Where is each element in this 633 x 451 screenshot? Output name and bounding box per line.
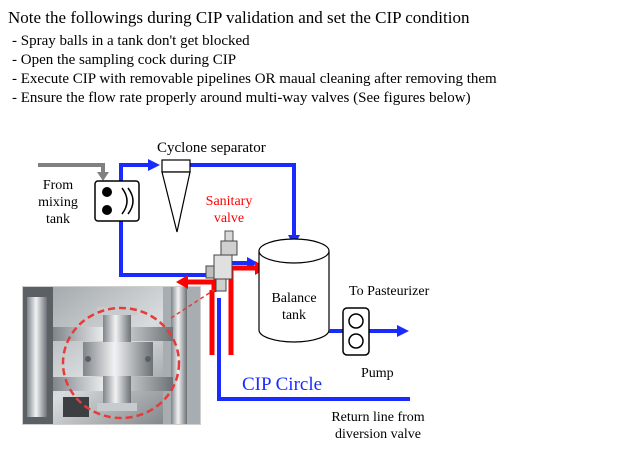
tank-label-line: Balance bbox=[271, 291, 317, 306]
tank-label-line: tank bbox=[281, 308, 307, 323]
pipe-to-cyclone bbox=[119, 163, 150, 181]
valve-label-line: valve bbox=[213, 211, 245, 226]
note-item: - Open the sampling cock during CIP bbox=[12, 52, 237, 68]
pump-icon bbox=[342, 307, 370, 356]
source-label-line: mixing bbox=[38, 195, 78, 210]
sanitary-valve-icon bbox=[205, 230, 238, 292]
note-item: - Spray balls in a tank don't get blocke… bbox=[12, 33, 250, 49]
feed-line bbox=[38, 163, 105, 175]
feed-pump-icon bbox=[94, 180, 140, 222]
pipe-cyclone-to-tank bbox=[190, 163, 296, 238]
cyclone-label: Cyclone separator bbox=[157, 140, 266, 156]
pasteurizer-label: To Pasteurizer bbox=[349, 284, 430, 299]
note-item: - Ensure the flow rate properly around m… bbox=[12, 90, 471, 106]
return-label-line: diversion valve bbox=[335, 427, 421, 442]
cip-arrow bbox=[176, 275, 188, 289]
cip-line bbox=[185, 279, 217, 292]
balance-tank-icon bbox=[258, 238, 330, 343]
note-item: - Execute CIP with removable pipelines O… bbox=[12, 71, 497, 87]
return-line bbox=[217, 298, 410, 401]
cip-line bbox=[228, 265, 258, 355]
notes-list: - Spray balls in a tank don't get blocke… bbox=[12, 32, 497, 108]
pump-label: Pump bbox=[361, 366, 394, 381]
source-label-line: From bbox=[42, 178, 74, 193]
return-label-line: Return line from bbox=[331, 410, 425, 425]
flow-arrow bbox=[397, 325, 409, 337]
source-label-line: tank bbox=[45, 212, 71, 227]
sanitary-valve-label: Sanitary valve bbox=[198, 193, 260, 227]
flow-arrow bbox=[148, 159, 160, 171]
cip-circle-label: CIP Circle bbox=[242, 374, 323, 395]
feed-arrow bbox=[97, 172, 109, 181]
photo-callout bbox=[170, 289, 215, 319]
valve-photo bbox=[22, 286, 201, 425]
valve-label-line: Sanitary bbox=[205, 194, 253, 209]
return-line-label: Return line from diversion valve bbox=[308, 409, 448, 443]
balance-tank-label: Balance tank bbox=[262, 290, 326, 324]
pipe-to-valve bbox=[119, 220, 207, 277]
source-label: From mixing tank bbox=[32, 177, 84, 228]
page-title: Note the followings during CIP validatio… bbox=[8, 8, 470, 27]
cyclone-icon bbox=[161, 159, 191, 233]
